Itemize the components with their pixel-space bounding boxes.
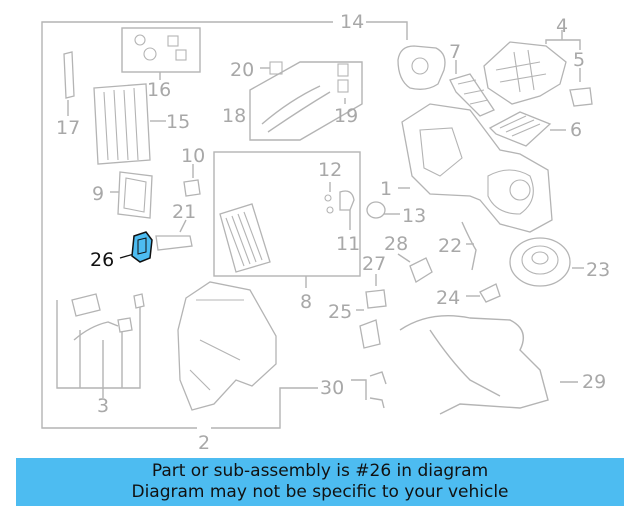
callout-1: 1 — [380, 178, 392, 200]
callout-10: 10 — [181, 145, 205, 167]
callout-28: 28 — [384, 233, 408, 255]
callout-17: 17 — [56, 117, 80, 139]
part-26-highlighted[interactable] — [131, 231, 153, 263]
banner-line-2: Diagram may not be specific to your vehi… — [131, 482, 509, 502]
callout-16: 16 — [147, 79, 171, 101]
leader-lines — [41, 21, 584, 429]
callout-13: 13 — [402, 205, 426, 227]
callout-6: 6 — [570, 119, 582, 141]
callout-3: 3 — [97, 395, 109, 417]
callout-7: 7 — [449, 41, 461, 63]
callout-24: 24 — [436, 287, 460, 309]
callout-18: 18 — [222, 105, 246, 127]
callout-11: 11 — [336, 233, 360, 255]
callout-27: 27 — [362, 253, 386, 275]
callout-22: 22 — [438, 235, 462, 257]
callout-21: 21 — [172, 201, 196, 223]
callout-26: 26 — [90, 249, 114, 271]
banner-line-1: Part or sub-assembly is #26 in diagram — [151, 461, 489, 481]
callout-15: 15 — [166, 111, 190, 133]
callout-25: 25 — [328, 301, 352, 323]
part-drawings — [63, 34, 593, 415]
parts-diagram: 1 2 3 4 5 6 7 8 9 10 11 12 13 14 15 16 1… — [41, 11, 610, 454]
callout-5: 5 — [573, 49, 585, 71]
callout-labels: 1 2 3 4 5 6 7 8 9 10 11 12 13 14 15 16 1… — [56, 11, 610, 454]
callout-29: 29 — [582, 371, 606, 393]
callout-14: 14 — [340, 11, 364, 33]
info-banner: Part or sub-assembly is #26 in diagram D… — [16, 458, 624, 506]
callout-19: 19 — [334, 105, 358, 127]
callout-20: 20 — [230, 59, 254, 81]
callout-4: 4 — [556, 15, 568, 37]
callout-30: 30 — [320, 377, 344, 399]
callout-23: 23 — [586, 259, 610, 281]
callout-9: 9 — [92, 183, 104, 205]
callout-2: 2 — [198, 432, 210, 454]
callout-12: 12 — [318, 159, 342, 181]
callout-8: 8 — [300, 291, 312, 313]
